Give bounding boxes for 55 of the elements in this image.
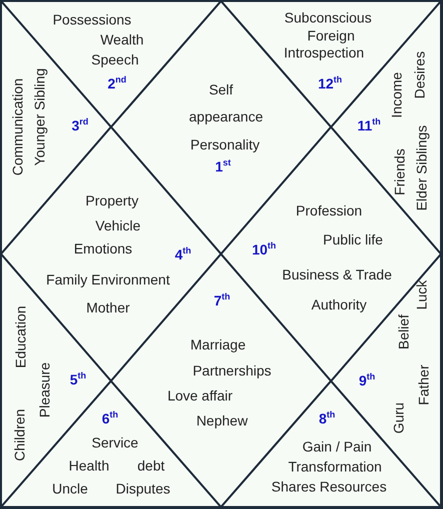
house-meaning: Vehicle [95,218,141,234]
house-meaning: Children [12,408,28,462]
house-meaning: Belief [396,314,412,350]
house-meaning: Younger Sibling [32,68,48,166]
house-meaning: Luck [414,280,430,310]
house-meaning: Service [92,434,138,452]
house-meaning: Partnerships [192,362,272,380]
house-meaning: Wealth [100,32,144,48]
house-meaning: appearance [189,108,263,126]
house-meaning: Self [208,82,234,98]
house-meaning: Pleasure [36,362,54,418]
house-meaning: Business & Trade [282,266,392,284]
house-meaning: Profession [296,202,362,220]
house-meaning: Desires [412,51,428,99]
house-meaning: Income [388,72,406,118]
house-meaning: Introspection [284,44,364,62]
house-meaning: Shares Resources [271,478,387,496]
house-meaning: Elder Siblings [414,125,430,211]
house-number: 11$^{th}$ [357,116,381,134]
house-meaning: Father [416,364,432,406]
house-meaning: Friends [392,148,408,196]
house-meaning: Gain / Pain [302,438,372,456]
house-meaning: Mother [86,300,130,316]
house-meaning: Possessions [52,12,132,28]
house-number: 1$^{st}$ [215,156,231,176]
house-meaning: Authority [311,296,367,314]
house-meaning: Marriage [190,336,246,354]
house-number: 6$^{th}$ [102,408,118,428]
house-meaning: Foreign [307,28,355,44]
house-meaning: Subconscious [284,10,372,26]
house-meaning: Family Environment [46,272,170,288]
house-number: 2$^{nd}$ [108,74,126,92]
house-meaning: Education [12,306,30,368]
house-meaning: Transformation [288,458,382,476]
house-number: 12$^{th}$ [318,74,342,92]
house-number: 5$^{th}$ [70,370,86,388]
house-meaning: Uncle [52,480,88,498]
house-meaning: Guru [390,402,408,434]
house-meaning: debt [137,458,165,474]
house-meaning: Public life [323,232,383,248]
house-number: 10$^{th}$ [252,240,276,258]
house-number: 4$^{th}$ [174,244,192,264]
house-number: 3$^{rd}$ [72,116,88,134]
house-meaning: Health [68,458,110,474]
house-number: 7$^{th}$ [214,290,230,310]
house-number: 9$^{th}$ [358,370,376,390]
house-meaning: Communication [10,78,26,176]
house-meaning: Personality [190,136,260,154]
house-number: 8$^{th}$ [318,408,336,428]
house-meaning: Speech [91,52,139,68]
house-meaning: Love affair [167,388,233,404]
house-meaning: Disputes [116,480,170,498]
house-meaning: Property [86,192,138,210]
house-meaning: Nephew [196,412,248,430]
house-meaning: Emotions [74,240,132,258]
